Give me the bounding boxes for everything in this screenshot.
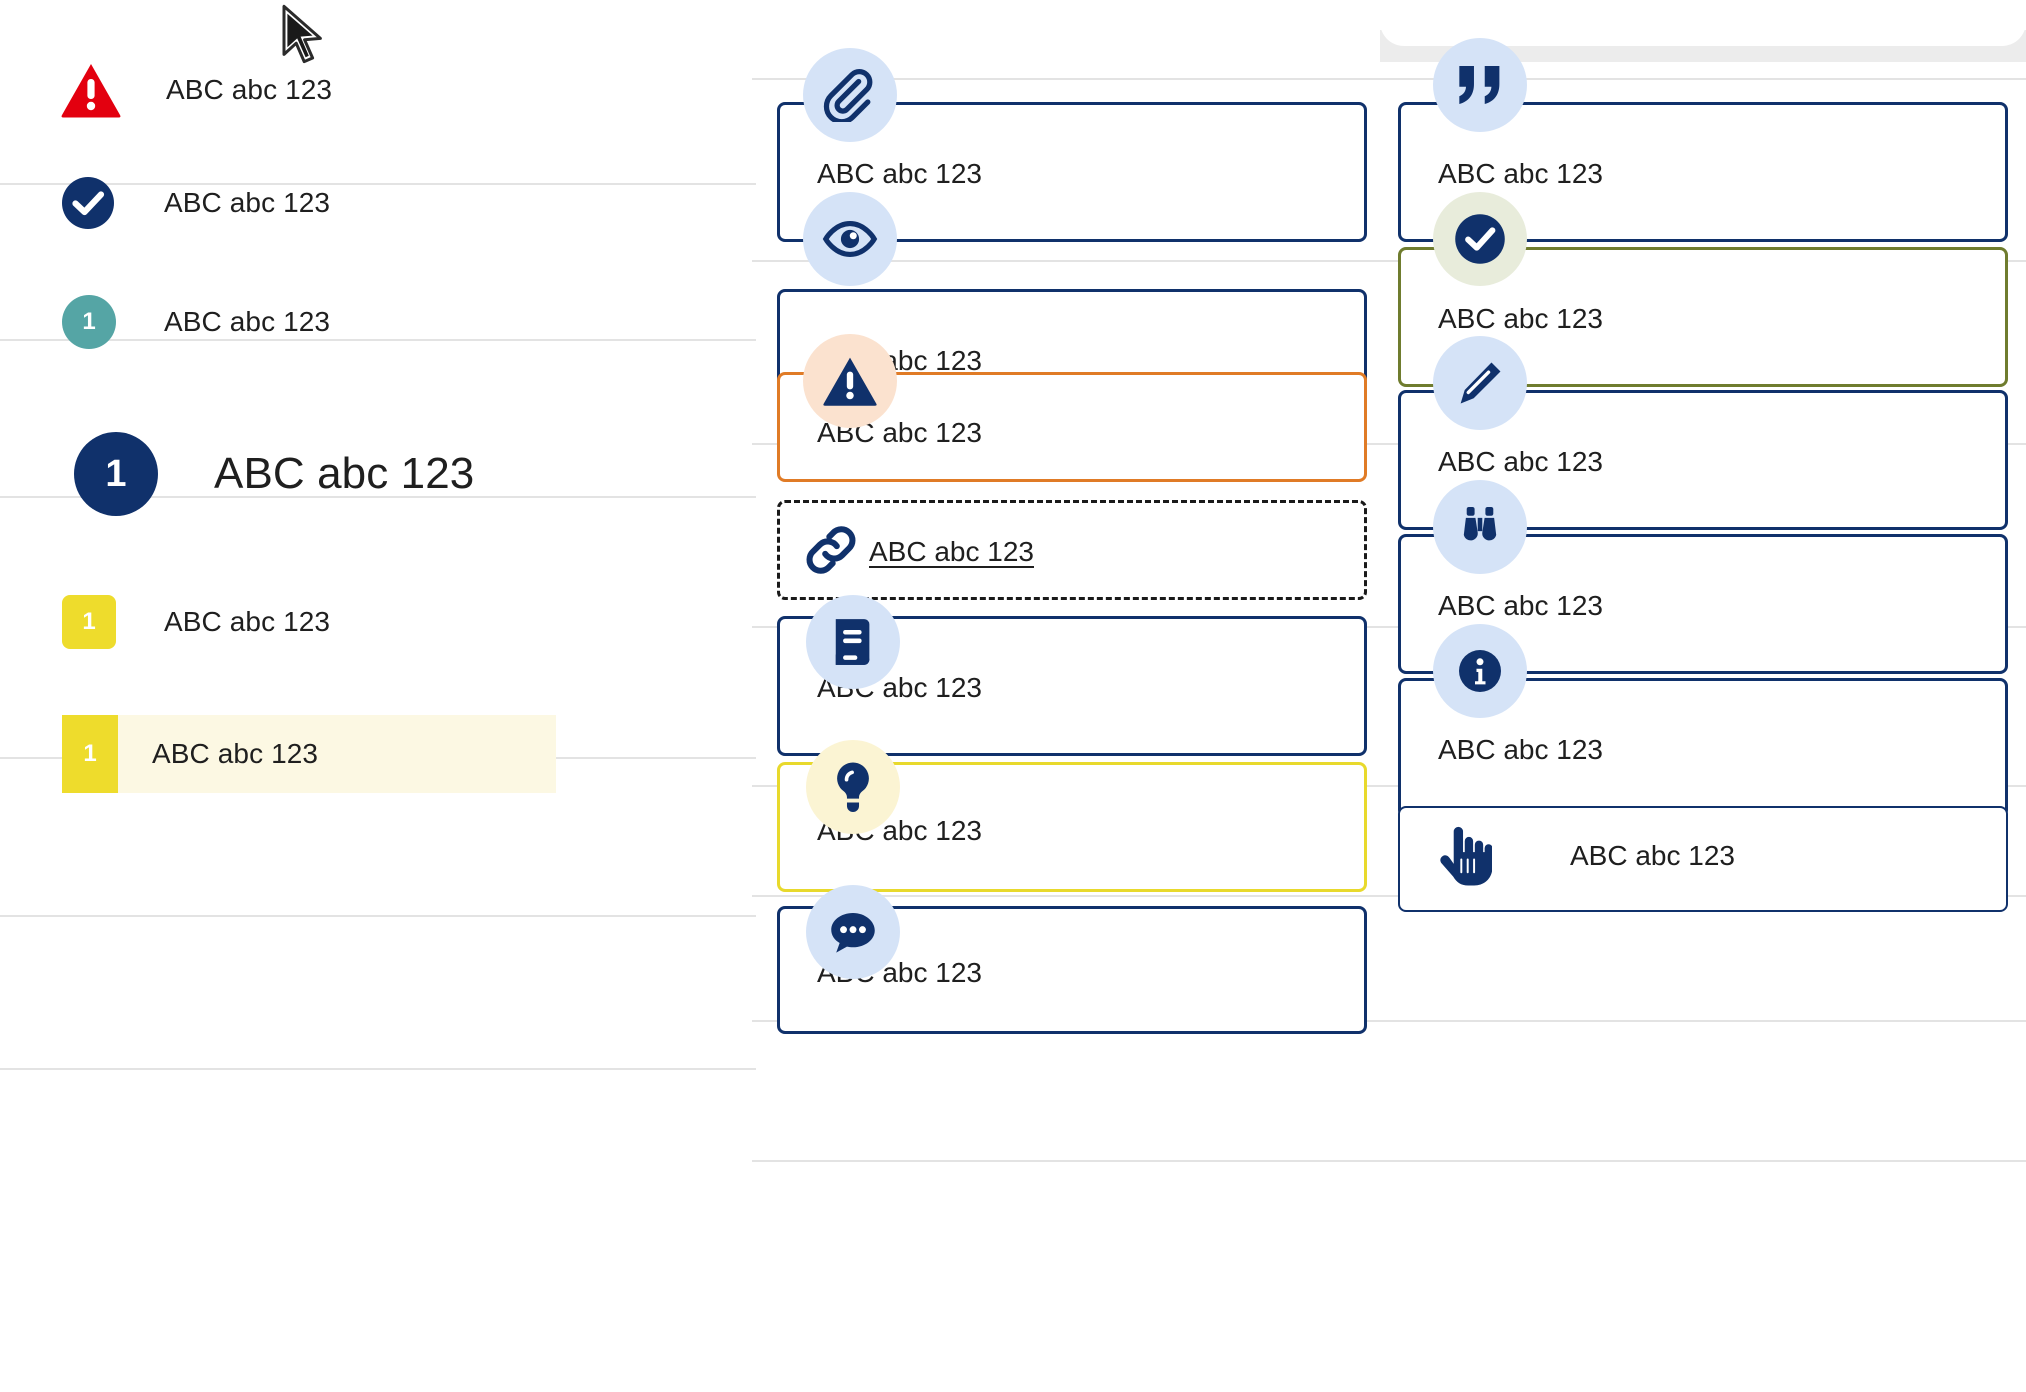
check-circle-icon (62, 177, 114, 229)
separator-left-2 (0, 339, 756, 341)
info-circle-icon (1433, 624, 1527, 718)
card-label: ABC abc 123 (1438, 158, 1603, 189)
list-item-primary-number[interactable]: 1 ABC abc 123 (74, 432, 474, 516)
list-item-selected[interactable]: 1 ABC abc 123 (62, 715, 556, 793)
quote-icon (1433, 38, 1527, 132)
lightbulb-icon (806, 740, 900, 834)
card-label: ABC abc 123 (1438, 446, 1603, 477)
separator-left-6 (0, 1068, 756, 1070)
card-label: ABC abc 123 (1438, 734, 1603, 765)
card-label: ABC abc 123 (1438, 303, 1603, 334)
number-badge-icon: 1 (74, 432, 158, 516)
card-link[interactable] (777, 500, 1367, 600)
separator-right-1 (752, 78, 2026, 80)
warning-triangle-icon (803, 334, 897, 428)
separator-right-5 (752, 785, 2026, 787)
card-link-label[interactable]: ABC abc 123 (869, 536, 1034, 567)
list-item-label: ABC abc 123 (152, 738, 319, 769)
separator-right-8 (752, 1160, 2026, 1162)
list-item-yellow-number[interactable]: 1 ABC abc 123 (62, 595, 330, 649)
pencil-icon (1433, 336, 1527, 430)
pointing-hand-icon (1438, 826, 1492, 890)
separator-right-2 (752, 260, 2026, 262)
list-item-teal-number[interactable]: 1 ABC abc 123 (62, 295, 330, 349)
separator-left-5 (0, 915, 756, 917)
list-item-label: ABC abc 123 (164, 306, 331, 337)
separator-right-7 (752, 1020, 2026, 1022)
separator-left-3 (0, 496, 756, 498)
comment-bubble-icon (806, 885, 900, 979)
list-item-label: ABC abc 123 (164, 606, 331, 637)
eye-icon (803, 192, 897, 286)
card-label: ABC abc 123 (1570, 840, 1735, 871)
separator-right-6 (752, 895, 2026, 897)
list-item-label: ABC abc 123 (214, 449, 475, 498)
separator-right-4 (752, 626, 2026, 628)
list-item-label: ABC abc 123 (164, 187, 331, 218)
warning-triangle-icon (60, 62, 122, 118)
book-icon (806, 595, 900, 689)
card-action[interactable]: ABC abc 123 (1398, 806, 2008, 912)
list-item-label: ABC abc 123 (166, 74, 333, 105)
number-badge-icon: 1 (62, 715, 118, 793)
separator-right-3 (752, 443, 2026, 445)
card-label: ABC abc 123 (817, 158, 982, 189)
card-label: ABC abc 123 (1438, 590, 1603, 621)
number-badge-icon: 1 (62, 595, 116, 649)
paperclip-icon (803, 48, 897, 142)
left-list: ABC abc 123 ABC abc 123 1 ABC abc 123 1 … (0, 0, 756, 1392)
binoculars-icon (1433, 480, 1527, 574)
mouse-pointer-icon (278, 4, 326, 66)
link-icon (802, 521, 860, 579)
separator-left-1 (0, 183, 756, 185)
list-item-check[interactable]: ABC abc 123 (62, 177, 330, 229)
list-item-warning[interactable]: ABC abc 123 (60, 62, 332, 118)
number-badge-icon: 1 (62, 295, 116, 349)
check-circle-icon (1433, 192, 1527, 286)
